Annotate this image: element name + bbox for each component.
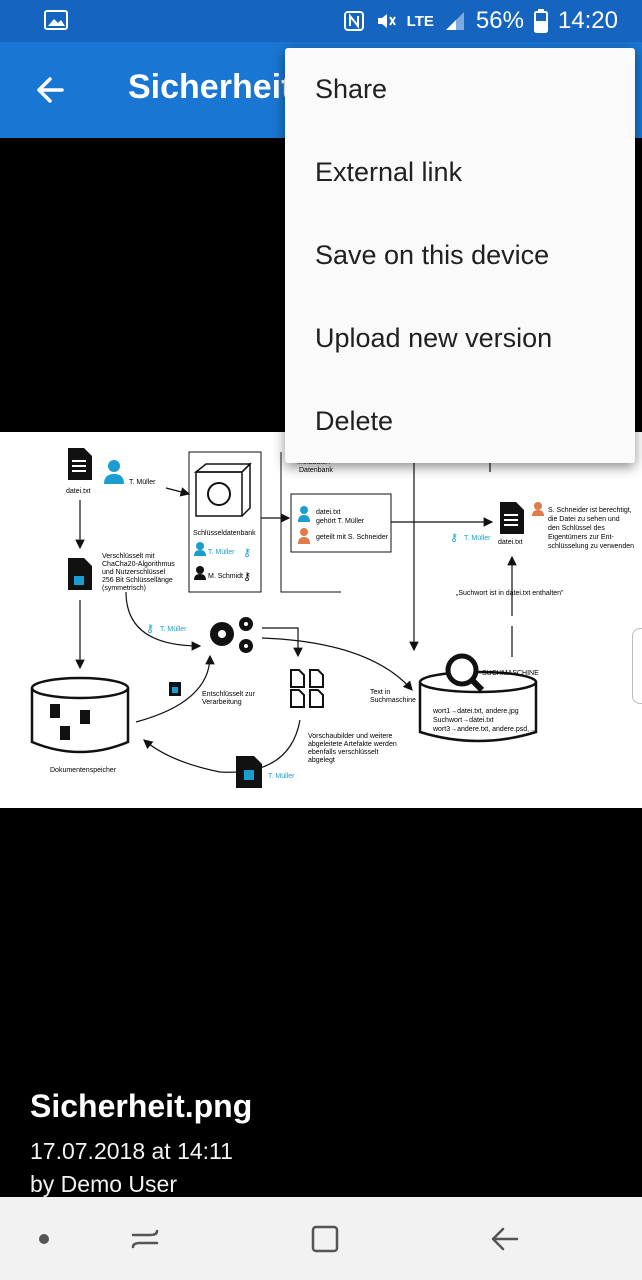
menu-item-external-link[interactable]: External link <box>315 157 463 187</box>
signal-icon <box>445 12 464 30</box>
file-date: 17.07.2018 at 14:11 <box>30 1138 233 1164</box>
diagram-meta-db: Datenbank <box>299 467 333 474</box>
diagram-key-db: Schlüsseldatenbank <box>193 530 256 537</box>
menu-item-upload-new-version[interactable]: Upload new version <box>315 323 553 353</box>
battery-icon <box>533 9 548 33</box>
safe-icon <box>193 462 252 517</box>
page-title: Sicherheit.png <box>128 68 298 106</box>
clock: 14:20 <box>557 7 618 34</box>
image-preview[interactable]: datei.txt T. Müller Schlüsseldatenbank T… <box>0 432 642 808</box>
diagram-preview-note: Vorschaubilder und weitere abgeleitete A… <box>308 733 399 764</box>
key-icon-1: ⚷ <box>243 547 251 559</box>
diagram-key-user1: T. Müller <box>208 549 235 556</box>
menu-item-delete[interactable]: Delete <box>315 406 394 436</box>
diagram-s-user: T. Müller <box>464 535 491 542</box>
status-bar: LTE 56% 14:20 <box>0 0 642 42</box>
user-icon <box>104 460 124 484</box>
diagram-encrypt-note: Verschlüsselt mit ChaCha20-Algorithmus u… <box>102 553 177 592</box>
status-icons: LTE 56% 14:20 <box>343 0 618 42</box>
nfc-icon <box>343 11 364 31</box>
recents-icon[interactable] <box>121 1215 169 1263</box>
back-icon[interactable] <box>481 1215 529 1263</box>
home-dot-icon[interactable] <box>20 1215 68 1263</box>
preview-files-icon <box>290 669 324 708</box>
diagram-key-user2: M. Schmidt <box>208 573 243 580</box>
diagram-meta-file: datei.txt <box>316 509 341 516</box>
edge-panel-handle[interactable] <box>632 628 642 704</box>
diagram-bottom-user: T. Müller <box>268 773 295 780</box>
diagram-meta-owner: gehört T. Müller <box>316 518 365 525</box>
diagram-file2: datei.txt <box>498 539 523 546</box>
diagram-storage: Dokumentenspeicher <box>50 767 117 774</box>
key-icon-2: ⚷ <box>243 571 251 583</box>
diagram-search-engine: SUCHMASCHINE <box>482 670 539 677</box>
diagram-file1: datei.txt <box>66 488 91 495</box>
diagram-key-label: T. Müller <box>160 626 187 633</box>
overflow-menu: Share External link Save on this device … <box>285 48 635 463</box>
diagram-user1: T. Müller <box>129 479 156 486</box>
network-label: LTE <box>406 12 434 30</box>
diagram-decrypt-note: Entschlüsselt zur Verarbeitung <box>202 691 257 706</box>
diagram-s-note: S. Schneider ist berechtigt, die Datei z… <box>548 507 634 550</box>
storage-icon <box>30 676 130 754</box>
file-name: Sicherheit.png <box>30 1088 253 1124</box>
file-info: Sicherheit.png 17.07.2018 at 14:11 by De… <box>30 1088 252 1201</box>
diagram-search-note: „Suchwort ist in datei.txt enthalten" <box>456 590 564 597</box>
search-db-icon <box>418 653 538 743</box>
mute-icon <box>377 14 396 28</box>
battery-percent: 56% <box>475 7 524 34</box>
diagram-text-in: Text in Suchmaschine <box>370 689 416 704</box>
key-icon-4: ⚷ <box>146 623 154 635</box>
menu-item-share[interactable]: Share <box>315 74 388 104</box>
document-icon <box>68 448 92 480</box>
diagram-index: wort1→datei.txt, andere.jpg Suchwort→dat… <box>432 708 537 733</box>
gallery-icon <box>44 10 68 30</box>
navigation-bar <box>0 1197 642 1280</box>
gears-icon <box>210 617 253 653</box>
key-icon-3: ⚷ <box>450 532 458 544</box>
overview-icon[interactable] <box>301 1215 349 1263</box>
arrow-left-icon[interactable] <box>32 72 68 108</box>
file-author: by Demo User <box>30 1171 177 1197</box>
menu-item-save-on-device[interactable]: Save on this device <box>315 240 550 270</box>
diagram-meta-shared: geteilt mit S. Schneider <box>316 534 389 541</box>
